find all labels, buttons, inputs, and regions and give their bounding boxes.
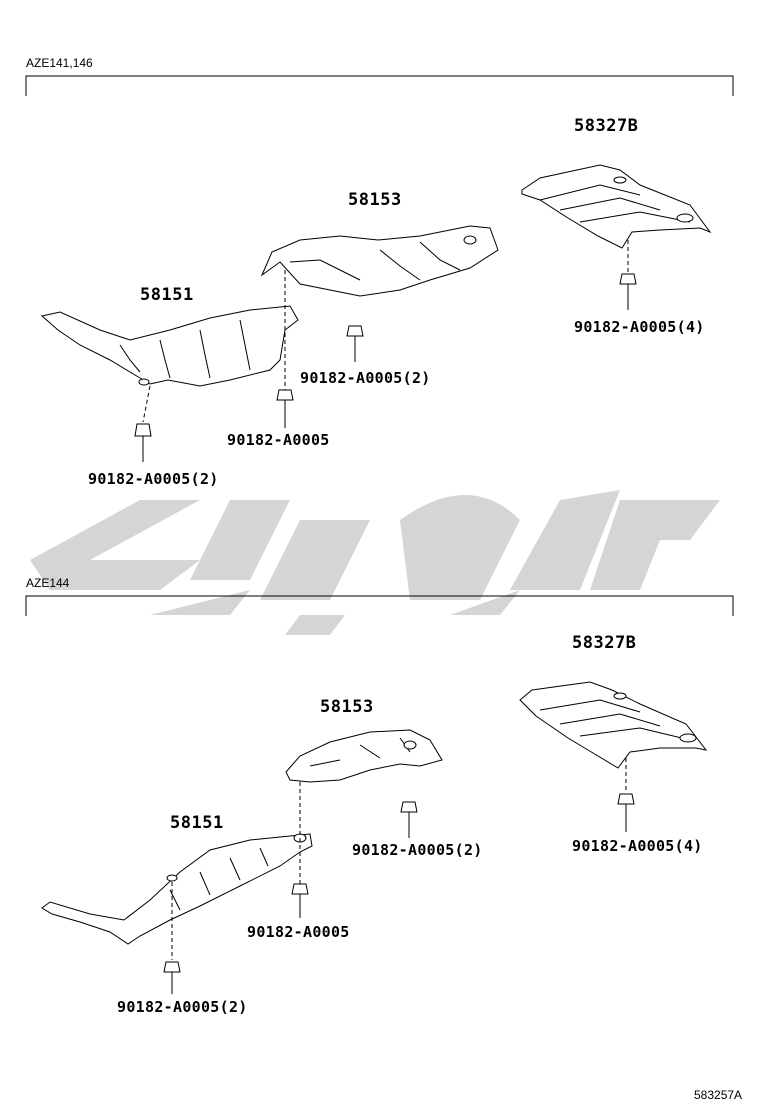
part-number-label: 58327B [572,633,637,653]
section-title: AZE141,146 [26,56,93,70]
section-bracket-aze144 [25,595,734,616]
section-title: AZE144 [26,576,70,590]
bolt-number-label: 90182-A0005(2) [352,841,483,859]
heat-insulator-58153-drawing [260,225,499,297]
bolt-number-label: 90182-A0005 [227,431,330,449]
bolt-number-label: 90182-A0005(2) [88,470,219,488]
part-number-label: 58327B [574,116,639,136]
bolts-section-1 [134,240,637,462]
watermark-logo [30,490,720,635]
bolt-number-label: 90182-A0005(2) [117,998,248,1016]
bolt-number-label: 90182-A0005(2) [300,369,431,387]
bolt-number-label: 90182-A0005 [247,923,350,941]
heat-insulator-58151-drawing [40,305,299,387]
bolt-number-label: 90182-A0005(4) [574,318,705,336]
section-bracket-aze141 [25,75,734,96]
part-number-label: 58153 [320,697,374,717]
heat-insulator-58327b-drawing [521,164,712,249]
part-number-label: 58153 [348,190,402,210]
heat-insulator-58327b-drawing-2 [519,681,708,769]
part-number-label: 58151 [140,285,194,305]
part-number-label: 58151 [170,813,224,833]
diagram-id: 583257A [694,1088,743,1102]
bolt-number-label: 90182-A0005(4) [572,837,703,855]
heat-insulator-58153-drawing-2 [285,729,443,783]
bolts-section-2 [163,758,635,994]
